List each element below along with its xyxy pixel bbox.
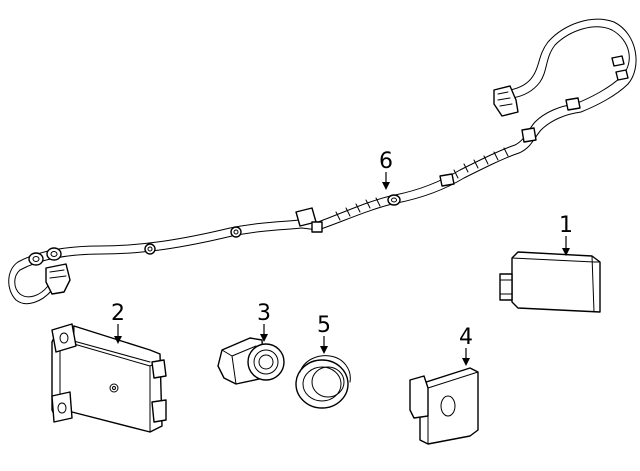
callout-6: 6: [379, 149, 393, 190]
callout-2: 2: [111, 301, 125, 344]
callout-1-label: 1: [559, 213, 573, 238]
part-1-module: [499, 251, 601, 313]
wiring-harness: [8, 18, 637, 305]
part-3-sensor: [217, 337, 285, 385]
callout-4: 4: [459, 325, 473, 366]
callout-5: 5: [317, 313, 331, 354]
callout-3-label: 3: [257, 301, 271, 326]
part-5-retainer-ring: [295, 355, 351, 409]
callout-5-label: 5: [317, 313, 331, 338]
callout-1: 1: [559, 213, 573, 256]
part-2-control-module: [51, 323, 167, 433]
callout-6-label: 6: [379, 149, 393, 174]
callout-4-label: 4: [459, 325, 473, 350]
part-4-bracket: [409, 367, 479, 445]
callout-2-label: 2: [111, 301, 125, 326]
callout-3: 3: [257, 301, 271, 342]
